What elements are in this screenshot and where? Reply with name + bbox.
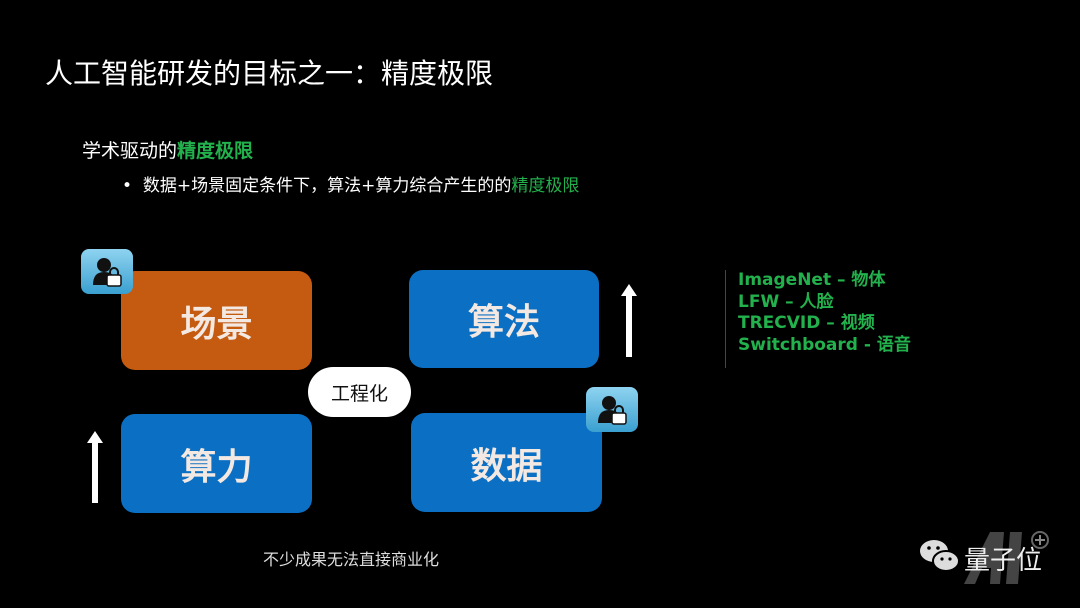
ai-mark-icon — [964, 531, 1049, 584]
algorithm-box: 算法 — [409, 270, 599, 368]
slide-title: 人工智能研发的目标之一：精度极限 — [45, 57, 494, 90]
up-arrow-icon — [621, 284, 637, 357]
benchmark-item: Switchboard - 语音 — [738, 334, 911, 355]
benchmark-item: LFW – 人脸 — [738, 291, 834, 312]
subtitle-prefix: 学术驱动的 — [82, 140, 178, 162]
bullet-point: • 数据+场景固定条件下，算法+算力综合产生的的精度极限 — [122, 176, 580, 196]
benchmark-list: ImageNet – 物体 LFW – 人脸 TRECVID – 视频 Swit… — [725, 270, 911, 368]
bullet-prefix: 数据+场景固定条件下，算法+算力综合产生的的 — [142, 176, 512, 196]
wechat-icon — [920, 540, 960, 572]
benchmark-item: TRECVID – 视频 — [738, 313, 875, 333]
caption: 不少成果无法直接商业化 — [263, 550, 440, 569]
watermark-logo: 量子位 — [918, 528, 1058, 588]
scene-box: 场景 — [121, 271, 312, 370]
user-lock-icon — [81, 249, 133, 294]
logo-text: 量子位 — [964, 546, 1043, 576]
user-lock-icon — [586, 387, 638, 432]
benchmark-item: ImageNet – 物体 — [738, 270, 886, 290]
subtitle: 学术驱动的精度极限 — [82, 136, 253, 163]
bullet-highlight: 精度极限 — [511, 176, 580, 196]
subtitle-highlight: 精度极限 — [177, 140, 254, 162]
compute-box: 算力 — [121, 414, 312, 513]
engineering-label: 工程化 — [308, 367, 411, 417]
data-box: 数据 — [411, 413, 602, 512]
up-arrow-icon — [87, 431, 103, 503]
